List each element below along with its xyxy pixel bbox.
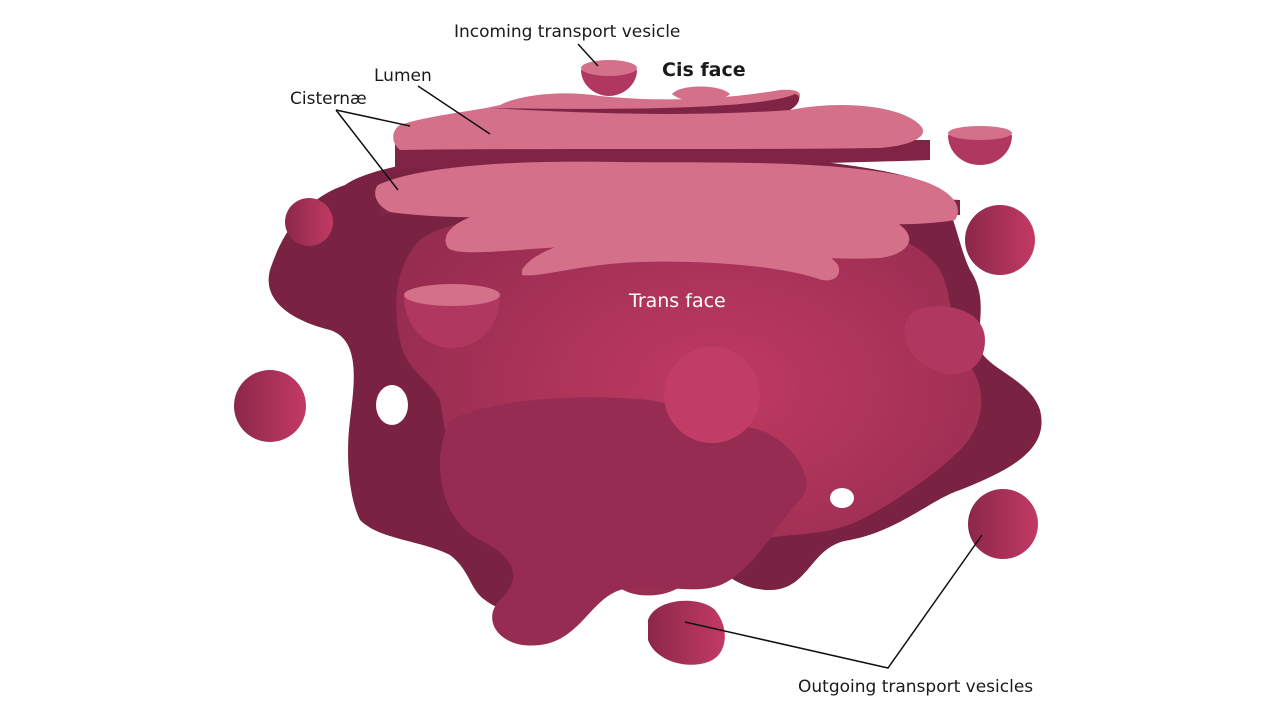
label-incoming-vesicle: Incoming transport vesicle — [454, 22, 681, 42]
cisterna-1-top — [393, 89, 924, 150]
vesicle-bottom — [648, 600, 725, 665]
vesicle-right-lower — [968, 489, 1038, 559]
label-trans-face: Trans face — [629, 290, 726, 312]
label-outgoing-vesicles: Outgoing transport vesicles — [798, 677, 1034, 697]
leader-lumen — [417, 85, 491, 135]
right-vesicle-top — [948, 126, 1012, 140]
label-lumen: Lumen — [374, 66, 432, 86]
leader-incoming — [577, 43, 599, 67]
leader-cisternae-2 — [335, 109, 399, 191]
incoming-vesicle-top — [581, 60, 637, 76]
label-cisternae: Cisternæ — [290, 89, 367, 109]
golgi-lower-lobe — [440, 397, 807, 646]
leader-outgoing — [684, 534, 983, 669]
vesicle-right-upper — [965, 205, 1035, 275]
top-small-bump — [672, 86, 730, 102]
golgi-center-sphere — [664, 347, 760, 443]
golgi-right-lobe — [904, 306, 985, 375]
cisterna-4-top — [522, 231, 840, 281]
golgi-hole-right — [830, 488, 854, 508]
label-cis-face: Cis face — [662, 59, 746, 81]
vesicle-left-upper — [285, 198, 333, 246]
cisterna-1-lip — [490, 94, 800, 114]
golgi-hole-left — [376, 385, 408, 425]
vesicle-left-middle — [234, 370, 306, 442]
right-vesicle-cut — [948, 135, 1012, 165]
leader-cisternae-1 — [335, 109, 411, 127]
left-vesicle-top — [404, 284, 500, 306]
incoming-vesicle-cut — [581, 70, 637, 96]
left-vesicle-cut — [404, 296, 500, 348]
leader-lines — [335, 43, 983, 669]
